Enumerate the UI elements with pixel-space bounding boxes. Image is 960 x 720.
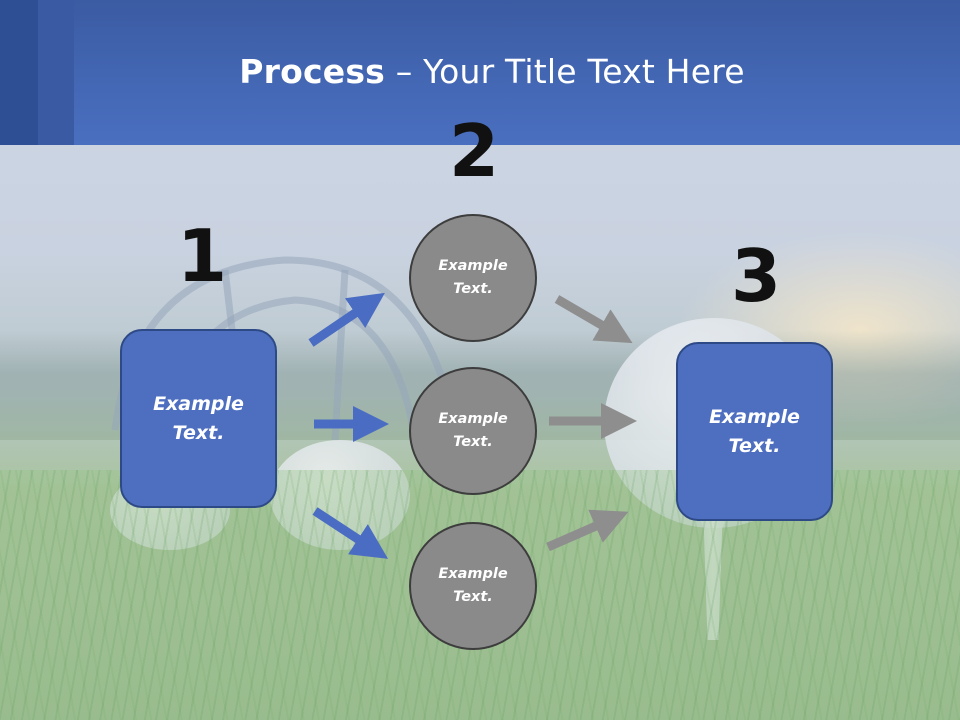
slide-title: Process – Your Title Text Here xyxy=(0,52,960,91)
header-accent-strip xyxy=(0,0,38,145)
step-2-circle-bottom[interactable]: Example Text. xyxy=(409,522,537,650)
step-3-box[interactable]: Example Text. xyxy=(676,342,833,521)
arrow-gray-down xyxy=(554,295,633,344)
step-2-circle-top[interactable]: Example Text. xyxy=(409,214,537,342)
step-3-box-text: Example Text. xyxy=(709,405,800,457)
header-accent-strip xyxy=(38,0,74,145)
slide-title-bold: Process xyxy=(239,52,386,91)
arrow-blue-down xyxy=(312,507,389,559)
arrow-gray-up xyxy=(546,509,629,552)
circle-text: Example Text. xyxy=(438,411,508,450)
step-number-2: 2 xyxy=(449,109,500,193)
step-number-1: 1 xyxy=(177,214,228,298)
step-2-circle-middle[interactable]: Example Text. xyxy=(409,367,537,495)
step-1-box[interactable]: Example Text. xyxy=(120,329,277,508)
header-band xyxy=(0,0,960,145)
circle-text: Example Text. xyxy=(438,258,508,297)
step-number-3: 3 xyxy=(731,234,782,318)
arrow-blue-up xyxy=(308,292,385,347)
slide-title-rest: – Your Title Text Here xyxy=(385,52,745,91)
circle-text: Example Text. xyxy=(438,566,508,605)
step-1-box-text: Example Text. xyxy=(153,392,244,444)
